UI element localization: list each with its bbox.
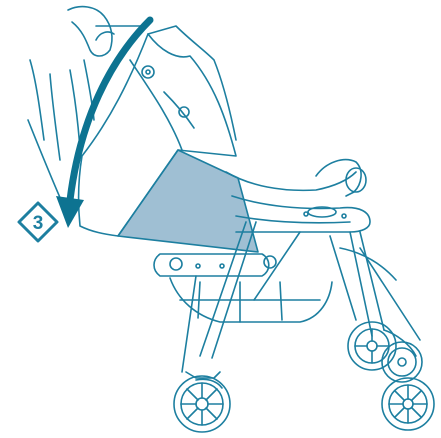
front-wheel-left [174, 372, 230, 432]
rear-wheel-right [382, 342, 422, 382]
stroller-icon [79, 26, 434, 432]
fold-down-arrow-icon [56, 20, 150, 228]
step-badge: 3 [19, 203, 57, 241]
step-number: 3 [33, 213, 44, 234]
rear-wheel-left [382, 378, 434, 430]
